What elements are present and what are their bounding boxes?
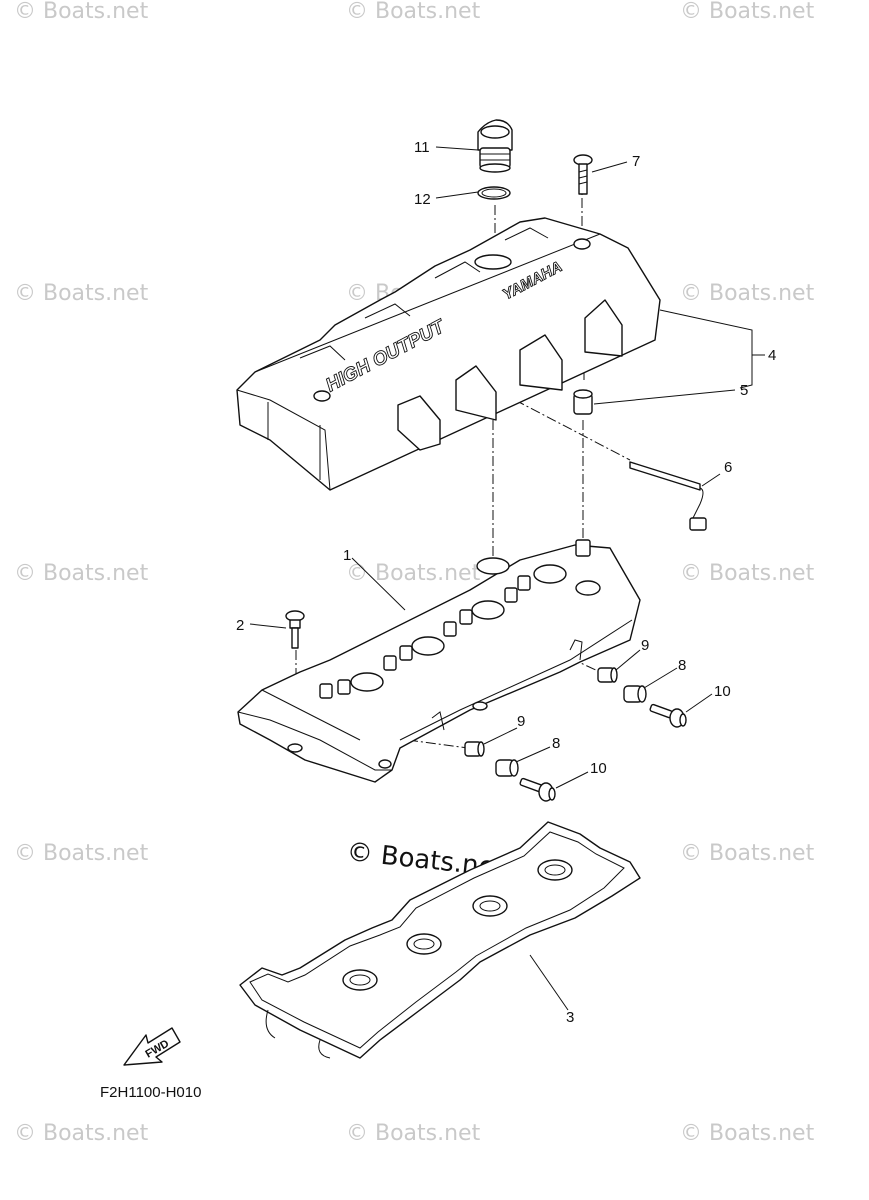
watermark: © Boats.net — [346, 1121, 481, 1146]
valve-top-cover: HIGH OUTPUT YAMAHA — [236, 217, 661, 491]
watermark: © Boats.net — [346, 0, 481, 24]
callout-labels: 1 2 3 4 5 6 7 8 8 9 9 10 10 11 12 — [236, 139, 776, 1026]
callout-12: 12 — [414, 191, 431, 208]
callout-8b: 8 — [552, 735, 560, 752]
callout-10b: 10 — [590, 760, 607, 777]
flange-bolt — [519, 777, 556, 802]
watermark: © Boats.net — [680, 281, 815, 306]
flange-bolt — [649, 703, 687, 728]
cover-screw — [573, 154, 593, 195]
watermark: © Boats.net — [14, 0, 149, 24]
watermark: © Boats.net — [14, 561, 149, 586]
gasket — [239, 821, 641, 1059]
grommet — [573, 389, 593, 415]
bolt — [285, 610, 305, 649]
callout-10a: 10 — [714, 683, 731, 700]
watermark: © Boats.net — [14, 841, 149, 866]
watermark: © Boats.net — [680, 841, 815, 866]
watermark: © Boats.net — [14, 281, 149, 306]
callout-7: 7 — [632, 153, 640, 170]
callout-5: 5 — [740, 382, 748, 399]
watermark: © Boats.net — [14, 1121, 149, 1146]
cylinder-head-cover — [237, 539, 641, 783]
callout-11: 11 — [414, 139, 430, 156]
callout-2: 2 — [236, 617, 244, 634]
callout-9b: 9 — [517, 713, 525, 730]
callout-9a: 9 — [641, 637, 649, 654]
grommet-small — [495, 759, 519, 777]
watermark: © Boats.net — [346, 561, 481, 586]
watermark: © Boats.net — [680, 0, 815, 24]
collar — [597, 667, 618, 683]
grommet-small — [623, 685, 647, 703]
callout-8a: 8 — [678, 657, 686, 674]
collar — [464, 741, 485, 757]
drawing-code: F2H1100-H010 — [100, 1084, 201, 1101]
watermark: © Boats.net — [680, 1121, 815, 1146]
leader-lines — [249, 146, 765, 1011]
callout-1: 1 — [343, 547, 351, 564]
cable-band — [629, 461, 707, 531]
callout-6: 6 — [724, 459, 732, 476]
callout-4: 4 — [768, 347, 776, 364]
watermark: © Boats.net — [680, 561, 815, 586]
oil-filler-cap — [477, 119, 513, 173]
callout-3: 3 — [566, 1009, 574, 1026]
forward-arrow-icon: FWD — [123, 1027, 181, 1066]
